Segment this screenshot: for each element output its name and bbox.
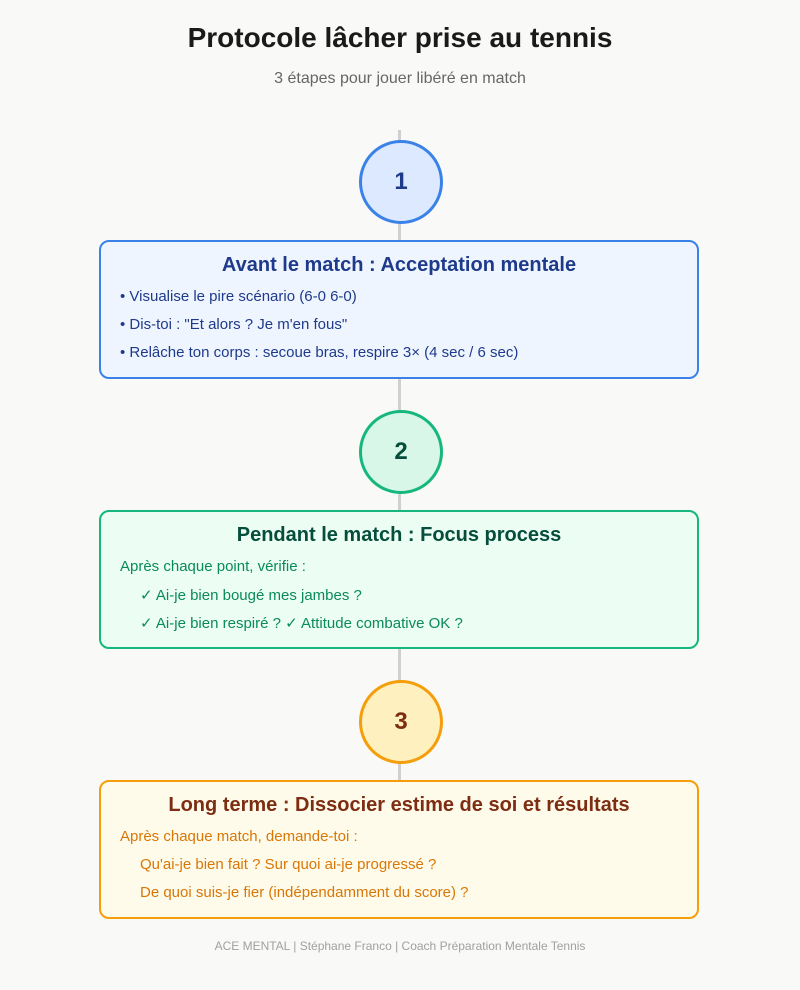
step-3-card: Long terme : Dissocier estime de soi et … <box>99 780 699 919</box>
step-3-intro: Après chaque match, demande-toi : <box>120 828 358 845</box>
footer-credit: ACE MENTAL | Stéphane Franco | Coach Pré… <box>214 939 586 953</box>
step-3-question: De quoi suis-je fier (indépendamment du … <box>140 884 469 901</box>
step-1-heading: Avant le match : Acceptation mentale <box>221 254 577 276</box>
step-2-card: Pendant le match : Focus process Après c… <box>99 510 699 649</box>
step-2-checklist-item: ✓ Ai-je bien respiré ? ✓ Attitude combat… <box>140 615 463 632</box>
connector-line <box>398 220 401 242</box>
connector-line <box>398 760 401 782</box>
connector-line <box>398 130 401 142</box>
step-2-number-badge: 2 <box>359 410 443 494</box>
connector-line <box>398 490 401 512</box>
step-3-question: Qu'ai-je bien fait ? Sur quoi ai-je prog… <box>140 856 437 873</box>
page-subtitle: 3 étapes pour jouer libéré en match <box>274 70 526 87</box>
step-2-checklist-item: ✓ Ai-je bien bougé mes jambes ? <box>140 587 362 604</box>
step-1-item: • Visualise le pire scénario (6-0 6-0) <box>120 288 357 305</box>
step-1-item: • Dis-toi : "Et alors ? Je m'en fous" <box>120 316 348 333</box>
step-1-number-badge: 1 <box>359 140 443 224</box>
step-3-number-badge: 3 <box>359 680 443 764</box>
step-2-heading: Pendant le match : Focus process <box>236 524 562 546</box>
step-2-intro: Après chaque point, vérifie : <box>120 558 306 575</box>
step-3-heading: Long terme : Dissocier estime de soi et … <box>168 794 630 816</box>
page-title: Protocole lâcher prise au tennis <box>187 22 613 53</box>
step-1-card: Avant le match : Acceptation mentale • V… <box>99 240 699 379</box>
connector-line <box>398 649 401 682</box>
step-1-item: • Relâche ton corps : secoue bras, respi… <box>120 344 519 361</box>
connector-line <box>398 379 401 412</box>
